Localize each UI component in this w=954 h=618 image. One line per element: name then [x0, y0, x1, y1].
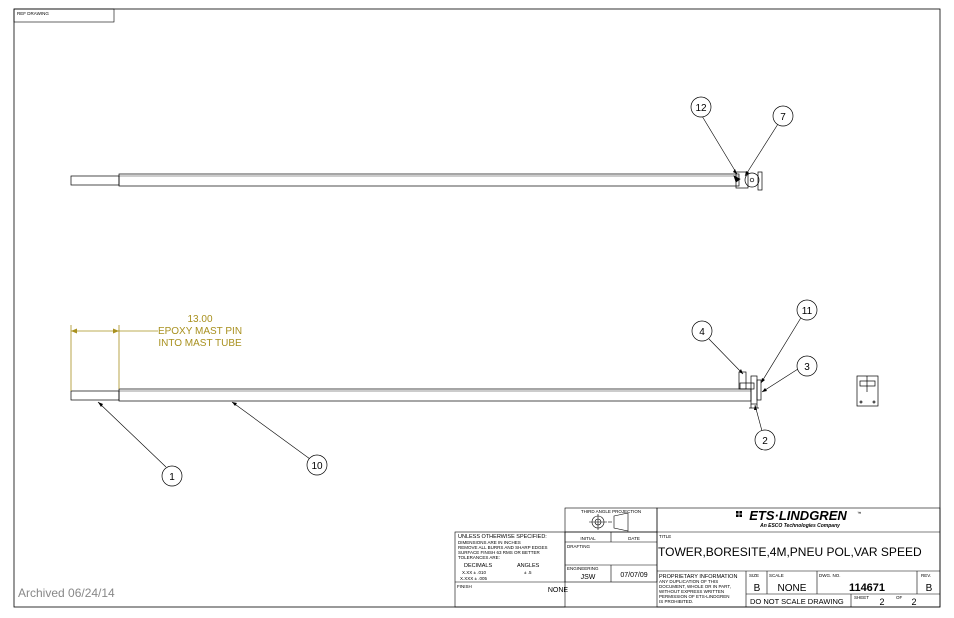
finish-value: NONE: [548, 587, 569, 594]
side-detail-view: [856, 375, 879, 407]
svg-text:WITHOUT EXPRESS WRITTEN: WITHOUT EXPRESS WRITTEN: [659, 589, 724, 594]
company-name: ETS·LINDGREN: [749, 508, 847, 523]
sheet-size: B: [754, 583, 761, 594]
top-balloons: 12 7: [690, 96, 794, 177]
top-view: [70, 171, 763, 191]
svg-text:TITLE: TITLE: [659, 534, 671, 539]
svg-text:REMOVE ALL BURRS AND SHARP EDG: REMOVE ALL BURRS AND SHARP EDGES: [458, 545, 548, 550]
front-balloons: 11 4 3 2 1 10: [97, 299, 818, 487]
svg-text:SHEET: SHEET: [854, 595, 869, 600]
svg-text:PERMISSION OF ETS-LINDGREN: PERMISSION OF ETS-LINDGREN: [659, 594, 730, 599]
balloon-1: [161, 465, 183, 487]
dimension-13: 13.00 EPOXY MAST PIN INTO MAST TUBE: [70, 314, 242, 391]
svg-text:UNLESS OTHERWISE SPECIFIED:: UNLESS OTHERWISE SPECIFIED:: [458, 534, 547, 540]
engineer-initial: JSW: [581, 574, 596, 581]
svg-text:7: 7: [780, 112, 786, 123]
engineer-date: 07/07/09: [620, 572, 647, 579]
svg-text:ANGLES: ANGLES: [517, 563, 540, 569]
svg-text:SURFACE FINISH 63 RMS OR BETTE: SURFACE FINISH 63 RMS OR BETTER: [458, 550, 541, 555]
svg-text:DRAFTING: DRAFTING: [567, 544, 590, 549]
ref-drawing-box: [13, 8, 115, 23]
balloon-2: [754, 429, 776, 451]
svg-text:X.XXX ± .005: X.XXX ± .005: [460, 576, 487, 581]
svg-text:ANY DUPLICATION OF THIS: ANY DUPLICATION OF THIS: [659, 579, 718, 584]
svg-text:11: 11: [802, 306, 813, 317]
archived-stamp: Archived 06/24/14: [18, 586, 115, 600]
svg-text:INITIAL: INITIAL: [580, 536, 596, 541]
svg-text:SCALE: SCALE: [769, 573, 784, 578]
ref-drawing-label: REF DRAWING: [17, 11, 49, 16]
svg-text:DWG. NO.: DWG. NO.: [819, 573, 841, 578]
balloon-3: [796, 355, 818, 377]
svg-text:DECIMALS: DECIMALS: [464, 563, 492, 569]
svg-text:10: 10: [311, 461, 323, 472]
scale-value: NONE: [778, 583, 807, 594]
front-end-plate: [750, 375, 758, 405]
title-block: [454, 507, 941, 608]
svg-text:REV.: REV.: [921, 573, 931, 578]
front-mast-pin: [70, 390, 120, 401]
dimension-value: 13.00: [187, 314, 212, 325]
dimension-note-line2: INTO MAST TUBE: [158, 338, 242, 349]
svg-text:DOCUMENT, WHOLE OR IN PART,: DOCUMENT, WHOLE OR IN PART,: [659, 584, 731, 589]
balloon-7: [772, 105, 794, 127]
drawing-number: 114671: [849, 582, 885, 594]
balloon-11: [796, 299, 818, 321]
svg-text:4: 4: [699, 327, 705, 338]
svg-text:IS PROHIBITED.: IS PROHIBITED.: [659, 599, 693, 604]
svg-text:X.XX ± .010: X.XX ± .010: [462, 570, 486, 575]
svg-text:ENGINEERING: ENGINEERING: [567, 566, 599, 571]
svg-text:DIMENSIONS ARE IN INCHES: DIMENSIONS ARE IN INCHES: [458, 540, 521, 545]
svg-text:TOLERANCES ARE:: TOLERANCES ARE:: [458, 555, 500, 560]
svg-text:SIZE: SIZE: [749, 573, 759, 578]
projection-symbol: [589, 512, 629, 532]
svg-text:12: 12: [695, 103, 707, 114]
front-view: [70, 371, 762, 409]
svg-text:FINISH: FINISH: [457, 584, 472, 589]
svg-text:™: ™: [857, 511, 862, 516]
top-pulley: [744, 172, 760, 188]
drawing-title: TOWER,BORESITE,4M,PNEU POL,VAR SPEED: [658, 545, 922, 559]
svg-text:3: 3: [804, 362, 810, 373]
balloon-4: [691, 320, 713, 342]
proprietary-heading: PROPRIETARY INFORMATION: [659, 574, 737, 580]
sheet-total: 2: [911, 597, 916, 607]
svg-text:THIRD ANGLE PROJECTION: THIRD ANGLE PROJECTION: [581, 509, 641, 514]
dimension-note-line1: EPOXY MAST PIN: [158, 326, 242, 337]
balloon-12: [690, 96, 712, 118]
title-block-text: THIRD ANGLE PROJECTION INITIAL DATE DRAF…: [457, 508, 933, 607]
svg-text:DATE: DATE: [628, 536, 640, 541]
top-mast-pin: [70, 175, 120, 186]
svg-text:OF: OF: [896, 595, 903, 600]
sheet-number: 2: [879, 597, 884, 607]
balloon-10: [306, 454, 328, 476]
ets-lindgren-logo: ETS·LINDGREN ™ An ESCO Technologies Comp…: [736, 508, 862, 529]
svg-text:1: 1: [169, 472, 175, 483]
svg-text:± .5: ± .5: [524, 570, 532, 575]
revision: B: [926, 583, 933, 594]
company-subtitle: An ESCO Technologies Company: [759, 523, 840, 529]
do-not-scale-note: DO NOT SCALE DRAWING: [750, 597, 844, 606]
svg-text:2: 2: [762, 436, 768, 447]
